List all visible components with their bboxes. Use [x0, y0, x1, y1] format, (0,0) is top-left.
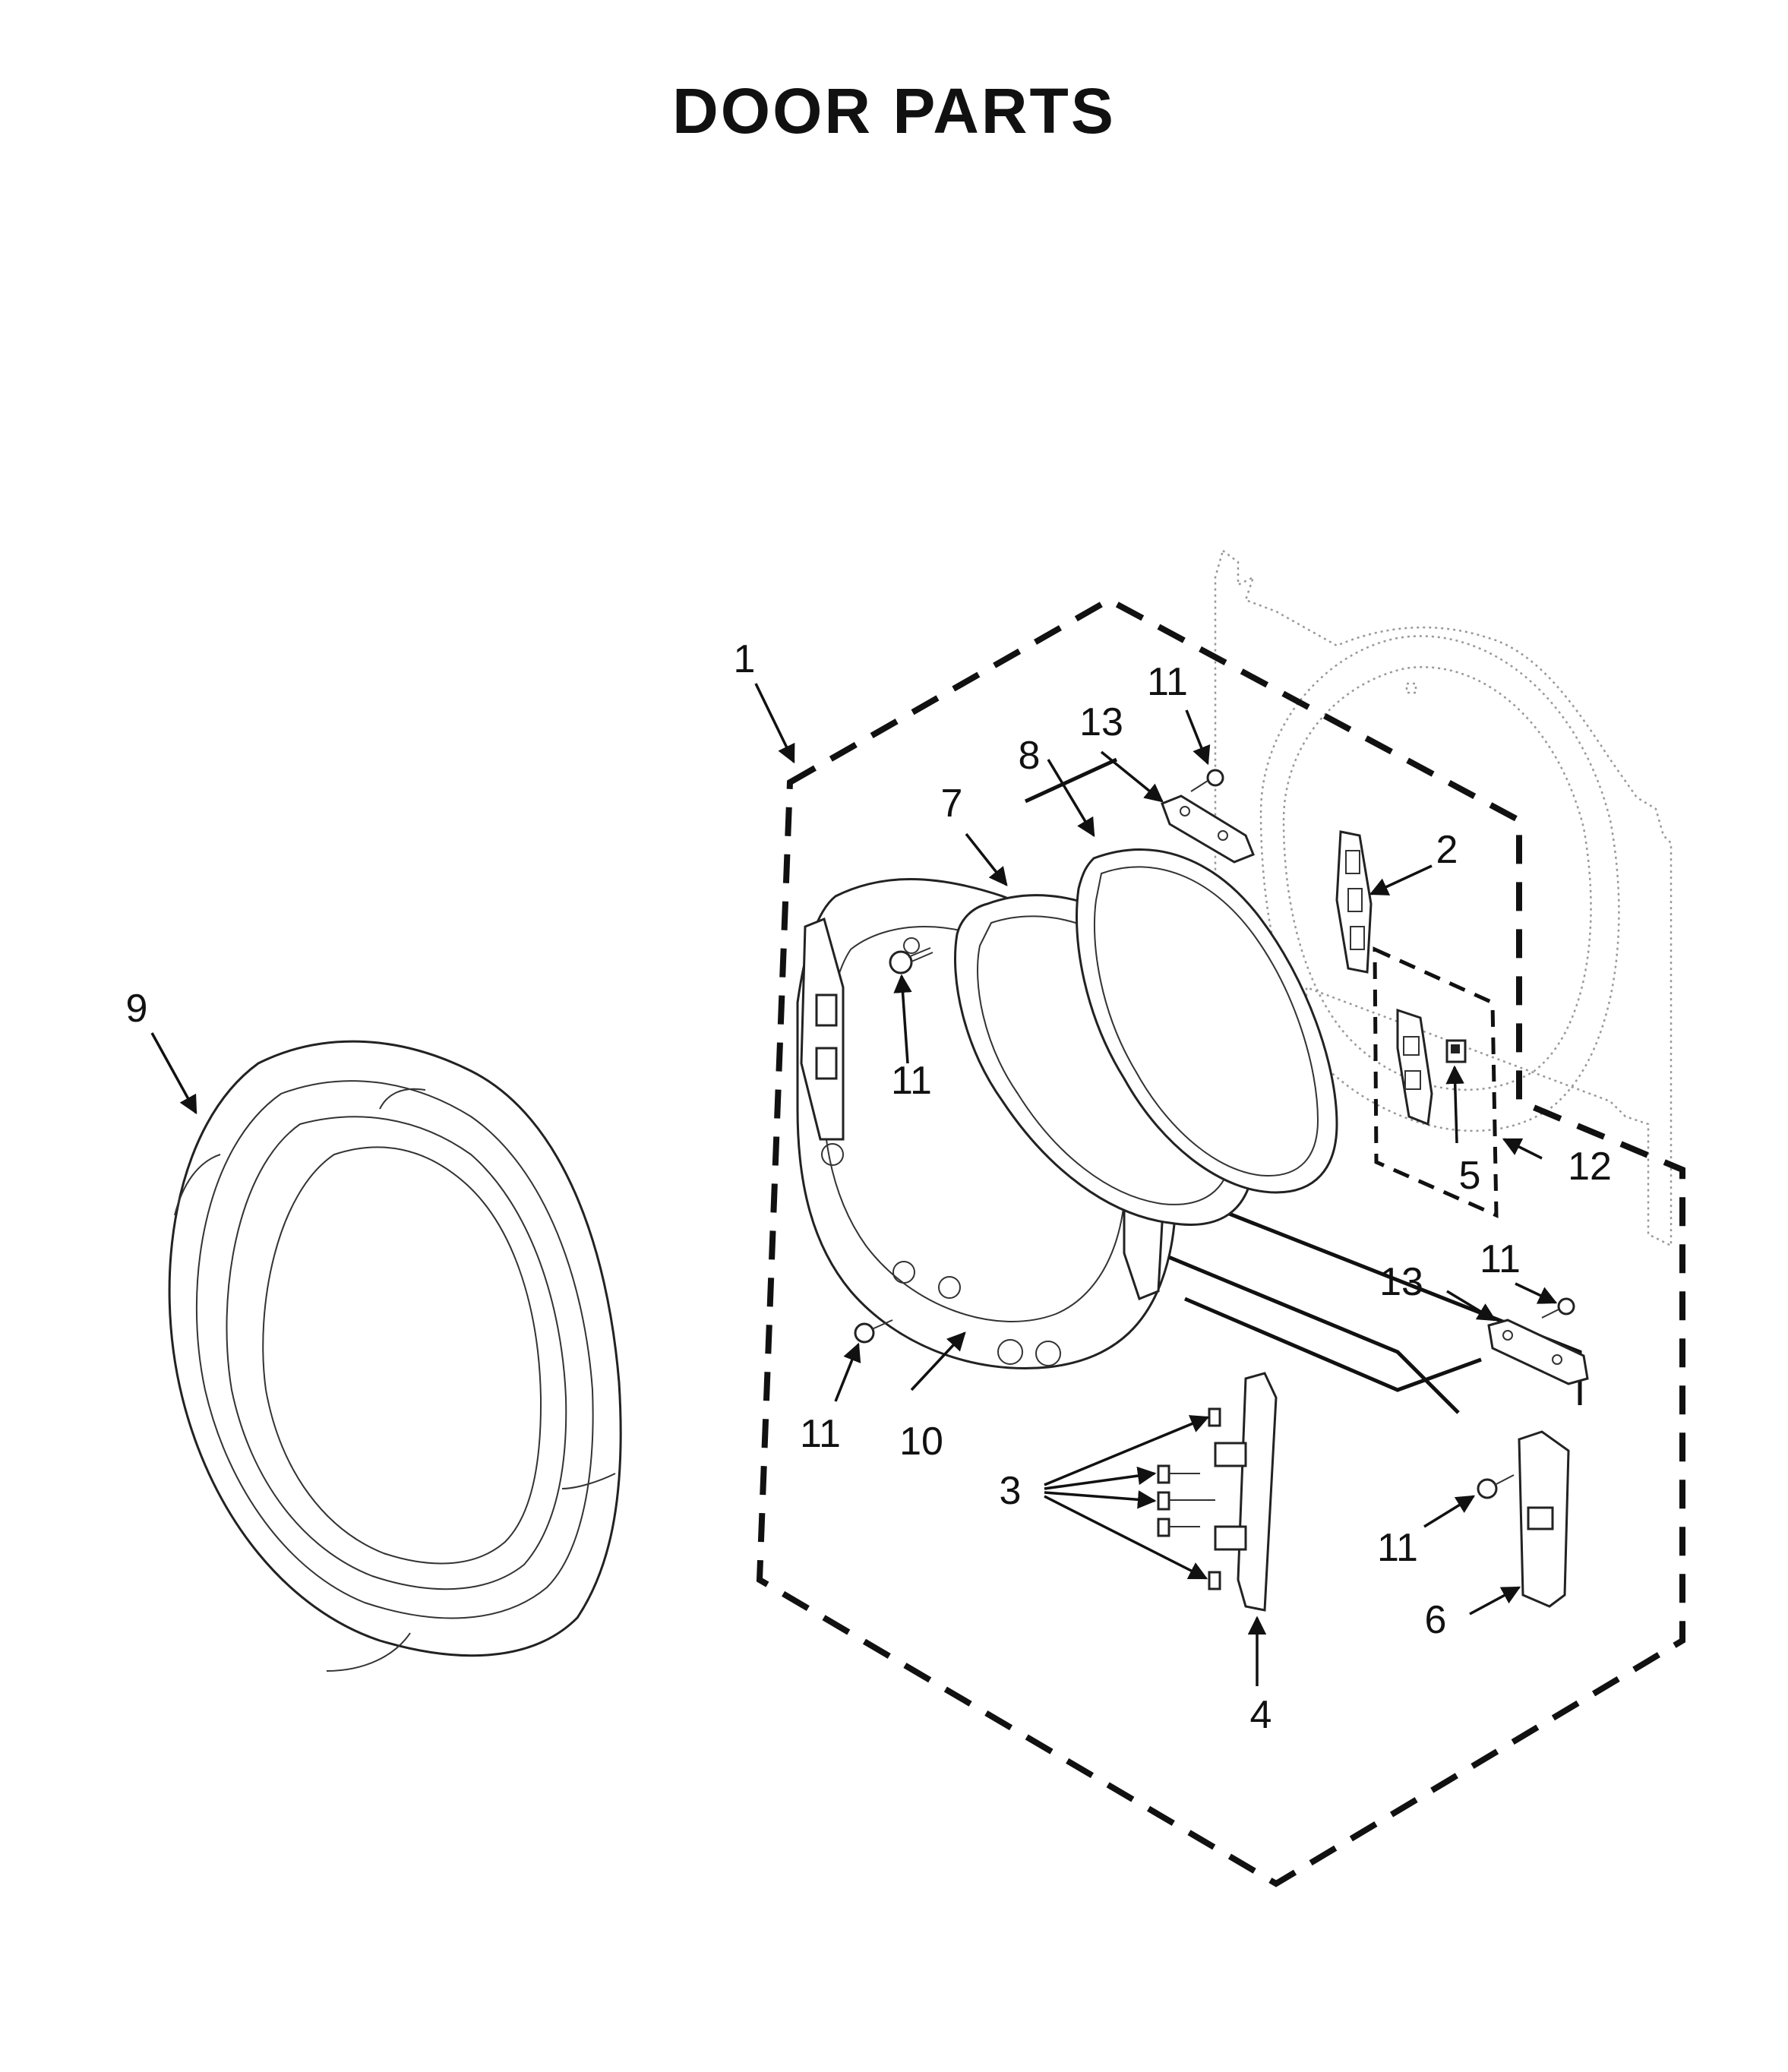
latch-plate: [1396, 1008, 1433, 1126]
callout-11-right-lower: 11: [1377, 1526, 1418, 1570]
outer-door-ring: [168, 1040, 622, 1672]
screw-right-lower: [1477, 1474, 1515, 1499]
screw-hinge-left: [889, 947, 933, 974]
callout-11-top: 11: [1147, 660, 1188, 704]
callout-9: 9: [126, 987, 148, 1031]
page-title: DOOR PARTS: [672, 75, 1116, 147]
door-switch: [1445, 1039, 1467, 1063]
door-latch-assembly: [1335, 830, 1373, 974]
callout-10: 10: [899, 1420, 943, 1464]
callout-5: 5: [1459, 1154, 1481, 1198]
screw-right-upper: [1541, 1297, 1575, 1319]
callout-13-top: 13: [1079, 700, 1123, 744]
leader-lines: [150, 683, 1558, 1686]
callout-11-right-upper: 11: [1480, 1237, 1521, 1281]
callout-1: 1: [734, 637, 756, 681]
callout-4: 4: [1250, 1693, 1272, 1737]
hinge-bracket-top: [1161, 794, 1255, 864]
callout-2: 2: [1436, 828, 1458, 872]
glass-window: [1076, 848, 1338, 1194]
callout-7: 7: [941, 782, 963, 826]
callout-8: 8: [1019, 734, 1041, 778]
hinge-bracket-lower: [1487, 1319, 1589, 1385]
hinge-cover: [1518, 1430, 1570, 1608]
callout-3: 3: [1000, 1469, 1022, 1513]
callout-11-lower-left: 11: [800, 1412, 841, 1456]
callout-12: 12: [1568, 1145, 1612, 1189]
screw-lower-left: [854, 1319, 893, 1344]
callout-6: 6: [1425, 1598, 1447, 1642]
hinge-pins: [1157, 1407, 1221, 1590]
screw-top: [1190, 769, 1224, 792]
latch-subassembly-boundary: [1373, 946, 1499, 1218]
door-hinge: [1214, 1372, 1278, 1612]
callout-11-hinge: 11: [891, 1059, 932, 1103]
cabinet-front-panel: [1214, 548, 1673, 1248]
callout-13-right: 13: [1379, 1260, 1423, 1304]
door-assembly-boundary: [756, 596, 1685, 1887]
